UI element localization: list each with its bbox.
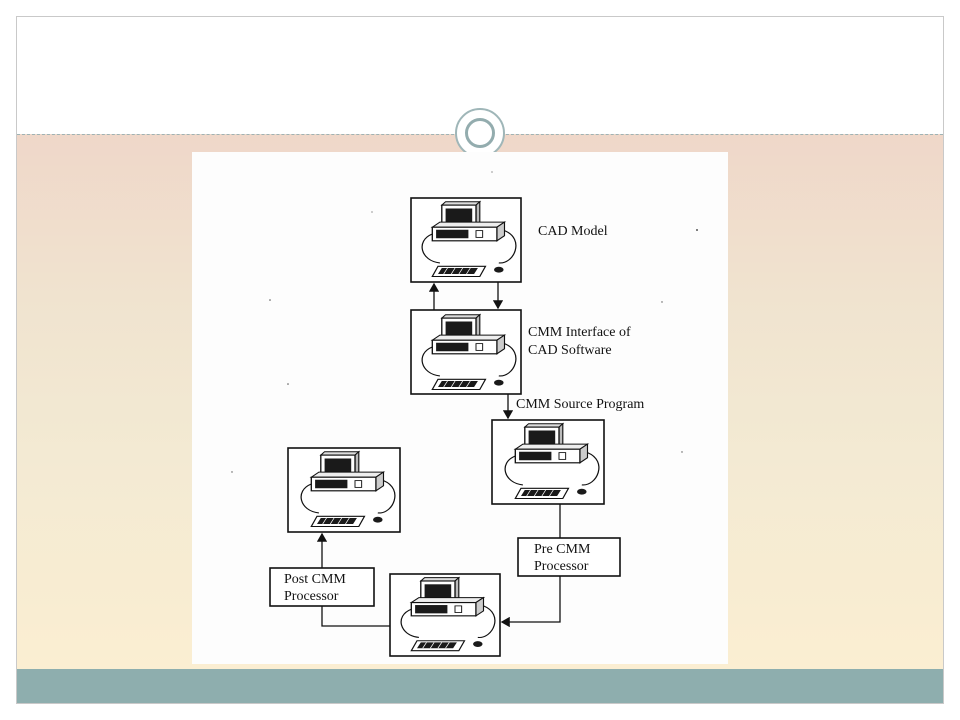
scan-specks xyxy=(231,171,698,473)
diagram-canvas xyxy=(231,171,698,657)
footer-bar xyxy=(17,669,943,703)
computer-station-source-program xyxy=(491,419,605,505)
ring-ornament-inner xyxy=(465,118,495,148)
connectors xyxy=(316,282,561,628)
diagram-image: CAD Model CMM Interface of CAD Software … xyxy=(192,152,728,664)
label-cmm-interface-line1: CMM Interface of xyxy=(528,325,631,340)
slide-frame xyxy=(16,16,944,704)
label-pre-cmm-line2: Processor xyxy=(534,559,589,574)
label-pre-cmm-line1: Pre CMM xyxy=(534,542,591,557)
label-post-cmm-line1: Post CMM xyxy=(284,572,346,587)
pre-cmm-processor-box xyxy=(517,537,621,577)
label-cad-model: CAD Model xyxy=(538,224,608,239)
label-post-cmm-line2: Processor xyxy=(284,589,339,604)
ring-ornament-icon xyxy=(455,108,505,158)
computer-station-post-cmm xyxy=(287,447,401,533)
arrow-pre-to-cmm xyxy=(500,576,561,628)
line-cmm-to-post xyxy=(321,606,390,627)
computer-station-cad-model xyxy=(410,197,522,283)
computer-station-cmm xyxy=(389,573,501,657)
label-cmm-interface-line2: CAD Software xyxy=(528,343,612,358)
label-cmm-source-program: CMM Source Program xyxy=(516,397,645,412)
computer-station-cmm-interface xyxy=(410,309,522,395)
